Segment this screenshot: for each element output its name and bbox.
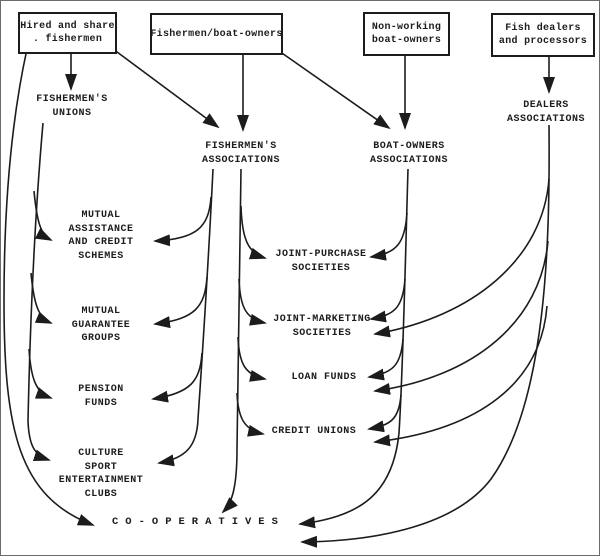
arrow-dassoc-to-credit-unions [373,305,548,447]
arrow-fassoc-to-mutual-assistance [153,196,212,247]
arrow-fassoc-to-cooperatives [221,168,242,514]
node-label-line: GUARANTEE [71,319,131,331]
arrow-fassoc-to-loan-funds [237,336,267,382]
node-label-line: FISHERMEN'S [205,141,277,152]
arrow-boassoc-to-joint-marketing [369,278,406,323]
node-label-line: SOCIETIES [292,327,352,339]
arrow-dassoc-to-joint-marketing [373,178,550,338]
arrow-boassoc-to-cooperatives [298,168,409,529]
arrow-owners-to-boatowners-assoc [278,50,391,130]
box-label-line: Hired and share [20,21,115,32]
node-label-line: MUTUAL [81,306,121,317]
arrow-dassoc-to-cooperatives [300,124,550,548]
node-mutual-assistance-credit-schemes: MUTUAL ASSISTANCE AND CREDIT SCHEMES [68,209,133,263]
arrow-fassoc-to-mutual-guarantee [153,276,208,329]
box-label-line: boat-owners [371,35,442,46]
box-non-working-boat-owners: Non-working boat-owners [363,12,450,56]
arrow-fassoc-to-culture [157,418,199,467]
node-label-line: JOINT-PURCHASE [275,249,367,260]
node-dealers-associations: DEALERS ASSOCIATIONS [507,99,585,126]
arrow-boassoc-to-credit-unions [367,394,402,433]
box-label-line: Fishermen/boat-owners [150,28,283,40]
arrow-fassoc-to-joint-purchase [240,205,267,260]
node-label-line: SCHEMES [78,250,124,262]
arrow-unions-to-mutual-guarantee [30,272,53,324]
box-label-line: and processors [498,36,588,47]
box-fishermen-boat-owners: Fishermen/boat-owners [150,13,283,55]
node-label-line: ASSOCIATIONS [369,154,449,166]
node-label-line: CREDIT UNIONS [271,426,357,437]
node-label-line: LOAN FUNDS [291,372,357,383]
node-label-line: ENTERTAINMENT [58,475,144,486]
box-label-line: Non-working [371,22,442,33]
arrow-fassoc-to-pension [151,352,203,403]
node-joint-purchase-societies: JOINT-PURCHASE SOCIETIES [275,248,366,275]
node-label-line: PENSION [78,384,124,395]
arrow-dassoc-to-loan-funds [373,240,549,395]
node-fishermens-associations: FISHERMEN'S ASSOCIATIONS [202,140,280,167]
box-hired-share-fishermen: Hired and share . fishermen [18,12,117,54]
node-mutual-guarantee-groups: MUTUAL GUARANTEE GROUPS [72,305,131,346]
arrow-hired-to-fishermens-assoc [112,48,220,129]
line-unions-trunk [27,122,44,422]
node-label-line: JOINT-MARKETING [273,314,371,325]
node-label-line: MUTUAL [81,210,121,221]
node-label-line: SOCIETIES [291,262,351,274]
box-label-line: . fishermen [32,34,103,45]
node-label-line: CO-OPERATIVES [112,516,285,528]
node-label-line: AND CREDIT [68,237,134,248]
node-label-line: CLUBS [84,488,118,500]
node-label-line: FISHERMEN'S [36,94,108,105]
arrow-fassoc-to-joint-marketing [238,278,267,326]
line-fishermens-assoc-left-trunk [197,168,214,420]
arrow-fassoc-to-credit-unions [236,392,265,437]
box-label-line: Fish dealers [505,23,581,34]
arrow-unions-to-mutual-assistance [33,190,53,241]
node-pension-funds: PENSION FUNDS [78,383,124,410]
node-joint-marketing-societies: JOINT-MARKETING SOCIETIES [273,313,371,340]
arrow-unions-to-culture [27,420,51,461]
node-label-line: UNIONS [52,107,92,119]
arrow-boassoc-to-joint-purchase [369,212,408,261]
arrow-unions-to-pension [28,348,53,399]
node-credit-unions: CREDIT UNIONS [272,425,357,439]
node-label-line: GROUPS [81,333,121,344]
node-co-operatives: CO-OPERATIVES [112,516,285,528]
node-label-line: ASSISTANCE [68,223,134,235]
node-label-line: ASSOCIATIONS [201,154,281,166]
box-fish-dealers-processors: Fish dealers and processors [491,13,595,57]
node-boat-owners-associations: BOAT-OWNERS ASSOCIATIONS [370,140,448,167]
node-label-line: BOAT-OWNERS [373,141,445,152]
node-label-line: FUNDS [84,397,118,409]
node-label-line: ASSOCIATIONS [506,113,586,125]
arrow-boassoc-to-loan-funds [367,338,404,381]
node-fishermens-unions: FISHERMEN'S UNIONS [36,93,108,120]
node-label-line: SPORT [84,461,118,473]
node-culture-sport-entertainment-clubs: CULTURE SPORT ENTERTAINMENT CLUBS [59,447,144,501]
node-label-line: DEALERS [523,100,569,111]
node-label-line: CULTURE [78,448,124,459]
arrow-hired-to-cooperatives [3,48,95,526]
node-loan-funds: LOAN FUNDS [291,371,356,385]
